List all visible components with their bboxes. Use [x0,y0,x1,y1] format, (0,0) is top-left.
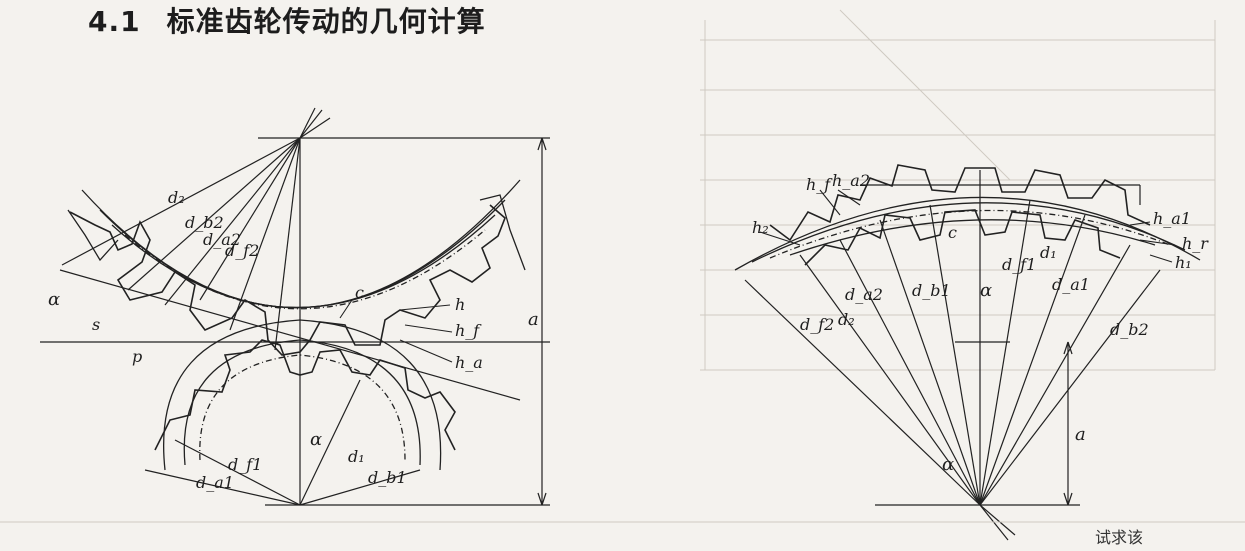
left-upper-gear-teeth [69,204,506,356]
bleedthrough-grid [700,9,1216,371]
label-r-da1: d_a1 [1052,275,1090,294]
label-r-a: a [1075,424,1086,445]
label-alpha-top: α [48,289,60,310]
label-db2: d_b2 [185,213,224,232]
label-hf: h_f [455,321,482,340]
left-right-partial-gear [479,194,526,271]
left-lower-gear-teeth [154,339,456,451]
left-left-partial-gear [67,209,119,262]
label-r-d1: d₁ [1040,243,1057,262]
label-a-left: a [528,309,539,330]
label-da2: d_a2 [203,230,241,249]
label-c: c [355,283,364,302]
left-gear-diagram: d₂ d_b2 d_a2 d_f2 α s p c h h_f h_a a α … [40,107,550,506]
label-r-c: c [948,223,957,242]
label-d2: d₂ [168,188,185,207]
label-alpha-bottom: α [310,429,322,450]
label-r-df2: d_f2 [800,315,834,334]
left-upper-gear-circles [81,179,521,310]
right-gear-circles [734,196,1201,271]
label-p: p [132,347,142,366]
label-df2: d_f2 [225,241,259,260]
section-number: 4.1 [88,5,141,38]
label-r-df1: d_f1 [1002,255,1036,274]
label-r-d2: d₂ [838,310,855,329]
right-gear-diagram: h_f h_a2 h₂ c d_f1 d₁ d_a1 h_a1 h_r h₁ d… [734,164,1209,541]
page-title: 4.1 标准齿轮传动的几何计算 [88,0,486,40]
section-title: 标准齿轮传动的几何计算 [166,5,486,38]
right-labels: h_f h_a2 h₂ c d_f1 d₁ d_a1 h_a1 h_r h₁ d… [752,171,1209,475]
right-leader-lines [759,189,1176,263]
label-r-alpha-mid: α [980,280,992,301]
label-r-ha2: h_a2 [832,171,870,190]
right-internal-gear-teeth [769,164,1151,242]
label-r-da2: d_a2 [845,285,883,304]
left-leader-lines [339,299,453,363]
label-r-alpha-bottom: α [942,454,954,475]
label-r-ha1: h_a1 [1153,209,1191,228]
left-radial-lines [40,107,550,506]
label-r-h1: h₁ [1175,253,1192,272]
right-pinion-teeth [804,209,1121,266]
label-d1: d₁ [348,447,365,466]
label-db1: d_b1 [368,468,407,487]
label-r-hr: h_r [1182,234,1209,253]
footer-text: 试求该 [1095,528,1144,547]
label-da1: d_a1 [196,473,234,492]
label-r-db1: d_b1 [912,281,951,300]
label-s: s [92,315,100,334]
label-r-hf: h_f [806,175,833,194]
label-r-h2: h₂ [752,218,769,237]
label-h: h [455,295,465,314]
label-df1: d_f1 [228,455,262,474]
label-r-db2: d_b2 [1110,320,1149,339]
left-labels: d₂ d_b2 d_a2 d_f2 α s p c h h_f h_a a α … [48,188,539,492]
label-ha: h_a [455,353,483,372]
